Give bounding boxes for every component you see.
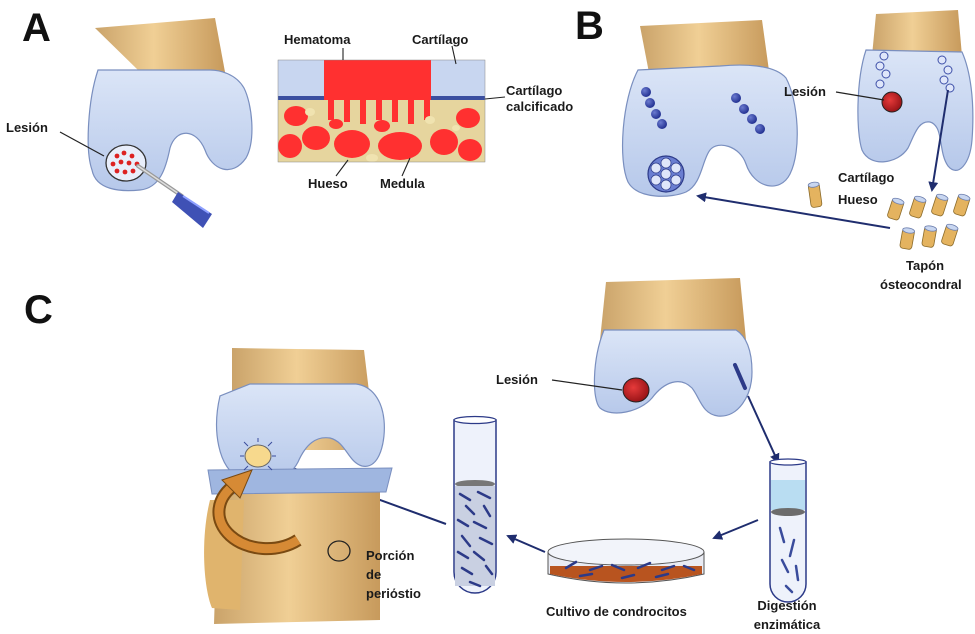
label-lesion-c: Lesión xyxy=(496,372,538,387)
label-calcified-1: Cartílago xyxy=(506,83,562,98)
awl-tool xyxy=(138,166,212,228)
panel-a-lesion xyxy=(106,145,146,181)
label-marrow: Medula xyxy=(380,176,425,191)
label-culture: Cultivo de condrocitos xyxy=(546,604,687,619)
panel-label-c: C xyxy=(24,290,53,330)
osteochondral-plugs xyxy=(808,181,971,249)
panel-b-femur-donor xyxy=(858,10,973,170)
label-periosteum-1: Porción xyxy=(366,548,414,563)
label-cartilage-b: Cartílago xyxy=(838,170,894,185)
panel-c-knee xyxy=(204,348,392,624)
label-calcified-2: calcificado xyxy=(506,99,573,114)
label-hematoma: Hematoma xyxy=(284,32,350,47)
label-bone-a: Hueso xyxy=(308,176,348,191)
panel-label-a: A xyxy=(22,8,51,48)
panel-c-femur-source xyxy=(594,278,752,416)
cross-section xyxy=(278,60,485,162)
biopsy-arrow xyxy=(748,396,778,462)
digestion-tube xyxy=(770,459,806,602)
label-plug-1: Tapón xyxy=(895,258,955,273)
label-bone-b: Hueso xyxy=(838,192,878,207)
label-digestion-1: Digestión xyxy=(744,598,830,613)
digestion-to-culture-arrow xyxy=(714,520,758,538)
panel-b-femur-treated xyxy=(623,20,798,196)
label-periosteum-3: periόstio xyxy=(366,586,421,601)
culture-to-tube-arrow xyxy=(508,536,545,552)
label-lesion-b: Lesión xyxy=(784,84,826,99)
culture-dish xyxy=(548,539,704,583)
label-plug-2: ósteocondral xyxy=(880,277,962,292)
label-cartilage-a: Cartílago xyxy=(412,32,468,47)
label-digestion-2: enzimática xyxy=(744,617,830,632)
label-periosteum-2: de xyxy=(366,567,381,582)
cultured-cells-tube xyxy=(454,417,496,594)
label-lesion-a: Lesión xyxy=(6,120,48,135)
panel-label-b: B xyxy=(575,6,604,46)
